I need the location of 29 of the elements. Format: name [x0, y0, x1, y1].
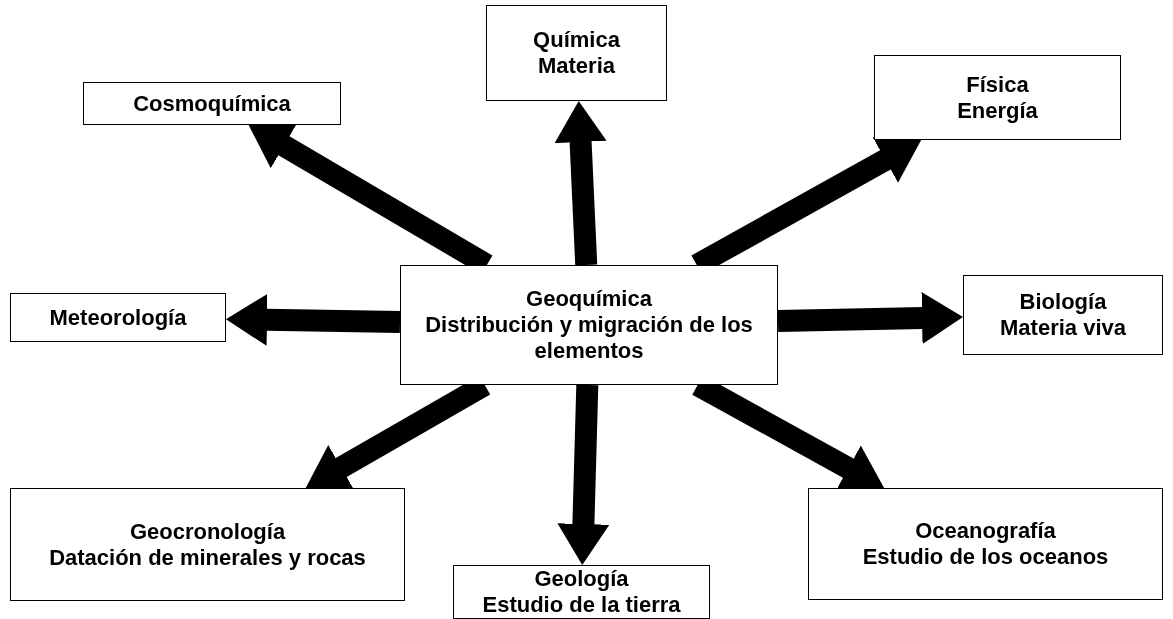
- arrow: [777, 292, 963, 344]
- arrow: [554, 101, 607, 266]
- topic-box: [10, 488, 405, 601]
- topic-description: Estudio de los oceanos: [862, 544, 1109, 570]
- topic-heading: Oceanografía: [915, 518, 1056, 544]
- topic-heading: Química: [533, 27, 620, 53]
- topic-heading: Geoquímica: [526, 286, 652, 312]
- topic-box: [874, 55, 1121, 140]
- topic-heading: Física: [966, 71, 1029, 98]
- topic-heading: Meteorología: [49, 304, 187, 331]
- topic-description: Materia: [537, 53, 615, 79]
- arrow: [557, 384, 610, 565]
- topic-description: Datación de minerales y rocas: [49, 544, 366, 571]
- topic-description: Energía: [957, 97, 1038, 124]
- topic-box: [486, 5, 667, 101]
- topic-heading: Cosmoquímica: [133, 90, 291, 117]
- topic-heading: Geocronología: [129, 518, 286, 545]
- topic-description: Distribución y migración de los elementos: [424, 312, 754, 364]
- topic-box: [83, 82, 341, 125]
- topic-box: [963, 275, 1163, 355]
- topic-box: [808, 488, 1163, 600]
- topic-heading: Geología: [534, 566, 629, 592]
- central-topic-box: [400, 265, 778, 385]
- topic-heading: Biología: [1019, 289, 1107, 315]
- arrow: [226, 293, 401, 346]
- topic-description: Estudio de la tierra: [482, 592, 681, 618]
- topic-description: Materia viva: [1000, 315, 1126, 341]
- topic-box: [453, 565, 710, 619]
- topic-box: [10, 293, 226, 342]
